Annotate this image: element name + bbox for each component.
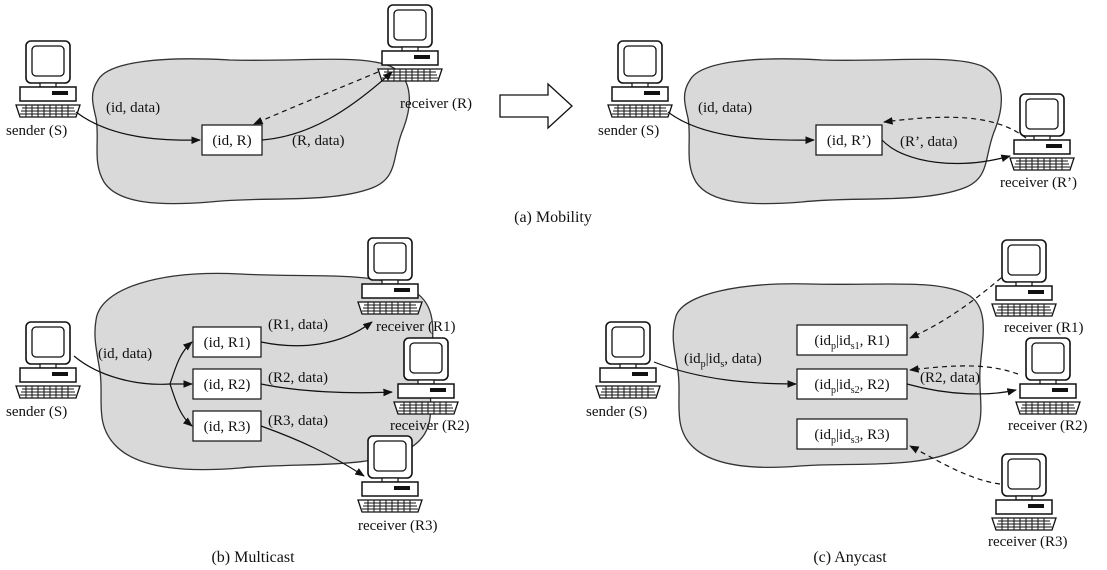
register-dashed-arrow [883,116,1027,139]
out-arrow-label: (R’, data) [900,134,957,150]
indirection-box: (id, R’) [815,124,883,156]
sender-to-router-arrow [73,355,171,385]
receiver-label-r2: receiver (R2) [1008,418,1088,434]
box-label: (id, R’) [827,133,871,149]
out-label-r1: (R1, data) [268,317,328,333]
box-to-receiver-r2-arrow [906,383,1017,396]
box-label: (id, R) [212,133,251,149]
sender-to-box-arrow [667,111,815,144]
box-to-receiver-r1-arrow [260,321,373,347]
receiver-computer-icon [1009,93,1075,171]
out-arrow-label: (R, data) [292,133,344,149]
receiver-computer-icon-r1 [357,237,423,315]
box-label: (idp|ids1, R1) [814,333,889,352]
indirection-box: (id, R) [201,124,263,156]
anycast-box-r3: (idp|ids3, R3) [796,418,908,450]
sender-computer-icon [595,321,661,399]
sender-to-box-arrow [653,361,797,388]
in-arrow-label: (id, data) [698,100,752,116]
sender-label: sender (S) [6,123,67,139]
box-to-receiver-arrow [881,139,1011,165]
panel-a-mobility: sender (S) receiver (R) (id, R) (id, dat… [6,4,1077,226]
forwarding-box-r2: (id, R2) [192,368,262,400]
panel-c-anycast: sender (S) (idp|ids, data) (idp|ids1, R1… [586,239,1088,566]
register-dashed-arrow-r1 [909,271,1009,339]
register-dashed-arrow-r3 [909,445,1001,485]
sender-label: sender (S) [598,123,659,139]
in-arrow-label: (id, data) [106,100,160,116]
transition-arrow-icon [499,82,573,130]
receiver-label-r1: receiver (R1) [1004,320,1084,336]
receiver-computer-icon [377,4,443,82]
receiver-label-r1: receiver (R1) [376,319,456,335]
mobility-after: sender (S) receiver (R’) (id, R’) (id, d… [598,40,1077,205]
register-dashed-arrow [253,71,379,125]
box-label: (idp|ids3, R3) [814,427,889,446]
receiver-label-r3: receiver (R3) [988,534,1068,550]
receiver-label: receiver (R) [400,96,472,112]
receiver-computer-icon-r1 [991,239,1057,317]
anycast-box-r1: (idp|ids1, R1) [796,324,908,356]
box-label: (id, R1) [204,335,251,351]
sender-label: sender (S) [6,404,67,420]
caption-multicast: (b) Multicast [211,549,295,566]
box-label: (id, R2) [204,377,251,393]
network-cloud [94,272,434,471]
box-to-receiver-r2-arrow [260,383,393,397]
out-label-r2: (R2, data) [920,370,980,386]
in-arrow-label: (idp|ids, data) [684,351,762,370]
sender-label: sender (S) [586,404,647,420]
box-label: (idp|ids2, R2) [814,377,889,396]
caption-mobility: (a) Mobility [514,209,592,226]
sender-to-box-arrow [75,111,201,145]
out-label-r2: (R2, data) [268,370,328,386]
anycast-box-r2: (idp|ids2, R2) [796,368,908,400]
receiver-computer-icon-r2 [1015,337,1081,415]
fanout-arrow-r1 [169,341,193,385]
box-label: (id, R3) [204,419,251,435]
box-to-receiver-r3-arrow [260,425,365,477]
forwarding-box-r3: (id, R3) [192,410,262,442]
register-dashed-arrow-r2 [909,365,1019,375]
receiver-computer-icon-r3 [991,453,1057,531]
sender-computer-icon [15,321,81,399]
panel-b-multicast: sender (S) (id, data) (id, R1) (id, R2) … [6,237,470,566]
mobility-before: sender (S) receiver (R) (id, R) (id, dat… [6,4,472,205]
receiver-label: receiver (R’) [1000,175,1077,191]
receiver-computer-icon-r3 [357,435,423,513]
receiver-label-r3: receiver (R3) [358,518,438,534]
in-arrow-label: (id, data) [98,346,152,362]
fanout-arrow-r3 [169,383,193,427]
sender-computer-icon [607,40,673,118]
box-to-receiver-arrow [261,71,393,141]
caption-anycast: (c) Anycast [813,549,887,566]
sender-computer-icon [15,40,81,118]
out-label-r3: (R3, data) [268,413,328,429]
receiver-computer-icon-r2 [393,337,459,415]
receiver-label-r2: receiver (R2) [390,418,470,434]
forwarding-box-r1: (id, R1) [192,326,262,358]
